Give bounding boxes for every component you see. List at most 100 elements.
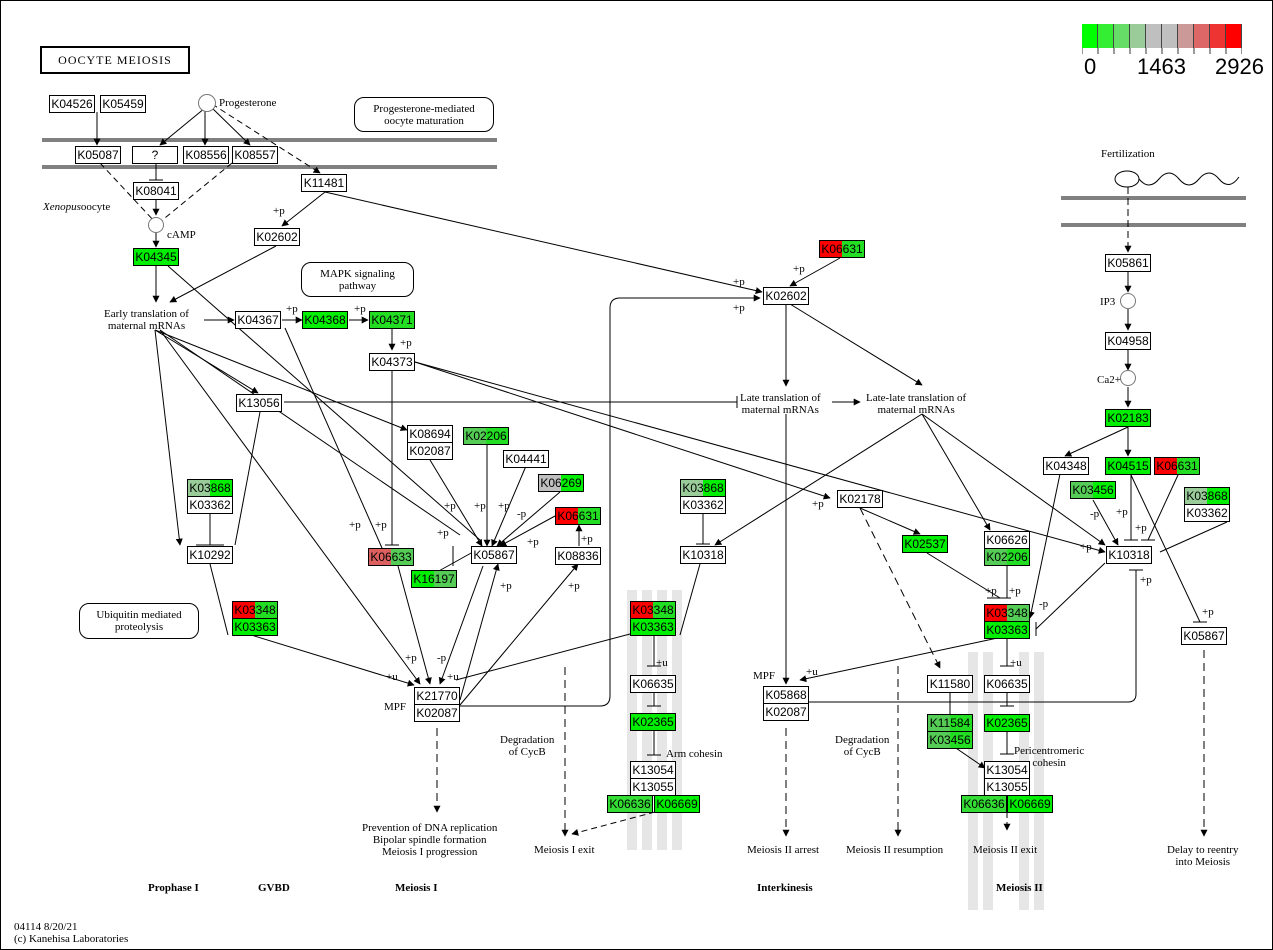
mpf-label-2: MPF [753, 670, 776, 682]
gene-node-k05868[interactable]: K05868 [763, 686, 809, 704]
edge-annotation: +p [527, 536, 539, 548]
expression-fill [255, 602, 277, 618]
gene-node-k06635[interactable]: K06635 [984, 675, 1030, 693]
gene-node-k02365[interactable]: K02365 [984, 714, 1030, 732]
compound-progesterone[interactable] [198, 94, 216, 112]
gene-label: K13055 [632, 780, 674, 794]
gene-node-k04373[interactable]: K04373 [369, 353, 415, 371]
compound-ip3[interactable] [1120, 293, 1136, 309]
gene-node-k02087[interactable]: K02087 [407, 442, 453, 460]
gene-node-k13054[interactable]: K13054 [984, 761, 1030, 779]
gene-node-k06636[interactable]: K06636 [607, 795, 653, 813]
gene-node-k11584[interactable]: K11584 [927, 714, 973, 732]
gene-node-k03868[interactable]: K03868 [680, 479, 726, 497]
line: Delay to reentry [1167, 844, 1239, 856]
gene-node-k03363[interactable]: K03363 [232, 618, 278, 636]
oocyte-text: oocyte [80, 201, 111, 213]
gene-node-k06631[interactable]: K06631 [1154, 457, 1200, 475]
gene-label: K08556 [185, 148, 227, 162]
gene-node-k13056[interactable]: K13056 [236, 394, 282, 412]
gene-node-k06631[interactable]: K06631 [555, 507, 601, 525]
gene-node-k10292[interactable]: K10292 [187, 546, 233, 564]
gene-node-k02602[interactable]: K02602 [254, 228, 300, 246]
gene-node-k04515[interactable]: K04515 [1105, 457, 1151, 475]
gene-node-k06636[interactable]: K06636 [961, 795, 1007, 813]
gene-node-k11481[interactable]: K11481 [301, 174, 347, 192]
gene-node-k10318[interactable]: K10318 [1106, 546, 1152, 564]
gene-node-k13054[interactable]: K13054 [630, 761, 676, 779]
gene-node-k04526[interactable]: K04526 [49, 95, 95, 113]
compound-camp[interactable] [148, 217, 164, 233]
gene-node-k05087[interactable]: K05087 [75, 146, 121, 164]
gene-node-k08556[interactable]: K08556 [183, 146, 229, 164]
gene-node-k10318[interactable]: K10318 [680, 546, 726, 564]
gene-node-k02087[interactable]: K02087 [763, 703, 809, 721]
gene-node-k02537[interactable]: K02537 [902, 535, 948, 553]
gene-node-k04441[interactable]: K04441 [503, 450, 549, 468]
gene-node-k03456[interactable]: K03456 [927, 731, 973, 749]
gene-node-k04958[interactable]: K04958 [1105, 332, 1151, 350]
gene-node-k06269[interactable]: K06269 [538, 474, 584, 492]
gene-node-k03868[interactable]: K03868 [1184, 487, 1230, 505]
gene-node-k03348[interactable]: K03348 [984, 604, 1030, 622]
gene-node-k02178[interactable]: K02178 [837, 490, 883, 508]
gene-node-k21770[interactable]: K21770 [414, 687, 460, 705]
gene-label: K16197 [413, 572, 455, 586]
gene-node-k06669[interactable]: K06669 [1007, 795, 1053, 813]
gene-node-k03456[interactable]: K03456 [1070, 481, 1116, 499]
gene-node-unknown[interactable]: ? [132, 146, 178, 164]
gene-node-k05459[interactable]: K05459 [100, 95, 146, 113]
gene-node-k06635[interactable]: K06635 [630, 675, 676, 693]
gene-node-k16197[interactable]: K16197 [411, 570, 457, 588]
gene-node-k08694[interactable]: K08694 [407, 425, 453, 443]
gene-node-k06626[interactable]: K06626 [984, 531, 1030, 549]
gene-node-k13055[interactable]: K13055 [984, 778, 1030, 796]
gene-node-k04368[interactable]: K04368 [302, 311, 348, 329]
gene-node-k05867[interactable]: K05867 [1181, 627, 1227, 645]
gene-node-k03868[interactable]: K03868 [187, 479, 233, 497]
gene-node-k05867[interactable]: K05867 [471, 546, 517, 564]
gene-node-k06669[interactable]: K06669 [654, 795, 700, 813]
compound-calcium[interactable] [1120, 370, 1136, 386]
gene-node-k04371[interactable]: K04371 [369, 311, 415, 329]
gene-label: K02206 [986, 550, 1028, 564]
gene-node-k05861[interactable]: K05861 [1105, 254, 1151, 272]
gene-node-k13055[interactable]: K13055 [630, 778, 676, 796]
gene-node-k03363[interactable]: K03363 [630, 618, 676, 636]
gene-node-k02087[interactable]: K02087 [414, 704, 460, 722]
gene-node-k03363[interactable]: K03363 [984, 621, 1030, 639]
gene-node-k03362[interactable]: K03362 [680, 496, 726, 514]
gene-node-k02183[interactable]: K02183 [1105, 409, 1151, 427]
gene-node-k03362[interactable]: K03362 [1184, 504, 1230, 522]
gene-node-k03362[interactable]: K03362 [187, 496, 233, 514]
gene-node-k03348[interactable]: K03348 [630, 601, 676, 619]
progesterone-label: Progesterone [219, 97, 277, 109]
expression-fill [369, 549, 391, 565]
gene-node-k06631[interactable]: K06631 [819, 240, 865, 258]
legend-color-bar [1082, 24, 1272, 48]
gene-node-k04367[interactable]: K04367 [235, 311, 281, 329]
gene-node-k02365[interactable]: K02365 [630, 713, 676, 731]
gene-node-k02206[interactable]: K02206 [984, 548, 1030, 566]
sperm-icon [1114, 170, 1140, 188]
gene-node-k04345[interactable]: K04345 [133, 248, 179, 266]
gene-node-k04348[interactable]: K04348 [1043, 457, 1089, 475]
gene-node-k02602[interactable]: K02602 [763, 287, 809, 305]
gene-node-k02206[interactable]: K02206 [463, 427, 509, 445]
gene-node-k08836[interactable]: K08836 [555, 547, 601, 565]
gene-node-k11580[interactable]: K11580 [927, 675, 973, 693]
gene-label: K13054 [632, 763, 674, 777]
gene-node-k03348[interactable]: K03348 [232, 601, 278, 619]
gene-node-k08041[interactable]: K08041 [133, 182, 179, 200]
expression-fill [578, 508, 600, 524]
gene-node-k06633[interactable]: K06633 [368, 548, 414, 566]
gene-node-k08557[interactable]: K08557 [232, 146, 278, 164]
phase-meiosis-ii: Meiosis II [996, 882, 1043, 894]
gene-label: K04345 [135, 250, 177, 264]
link-text: oocyte maturation [384, 114, 464, 127]
